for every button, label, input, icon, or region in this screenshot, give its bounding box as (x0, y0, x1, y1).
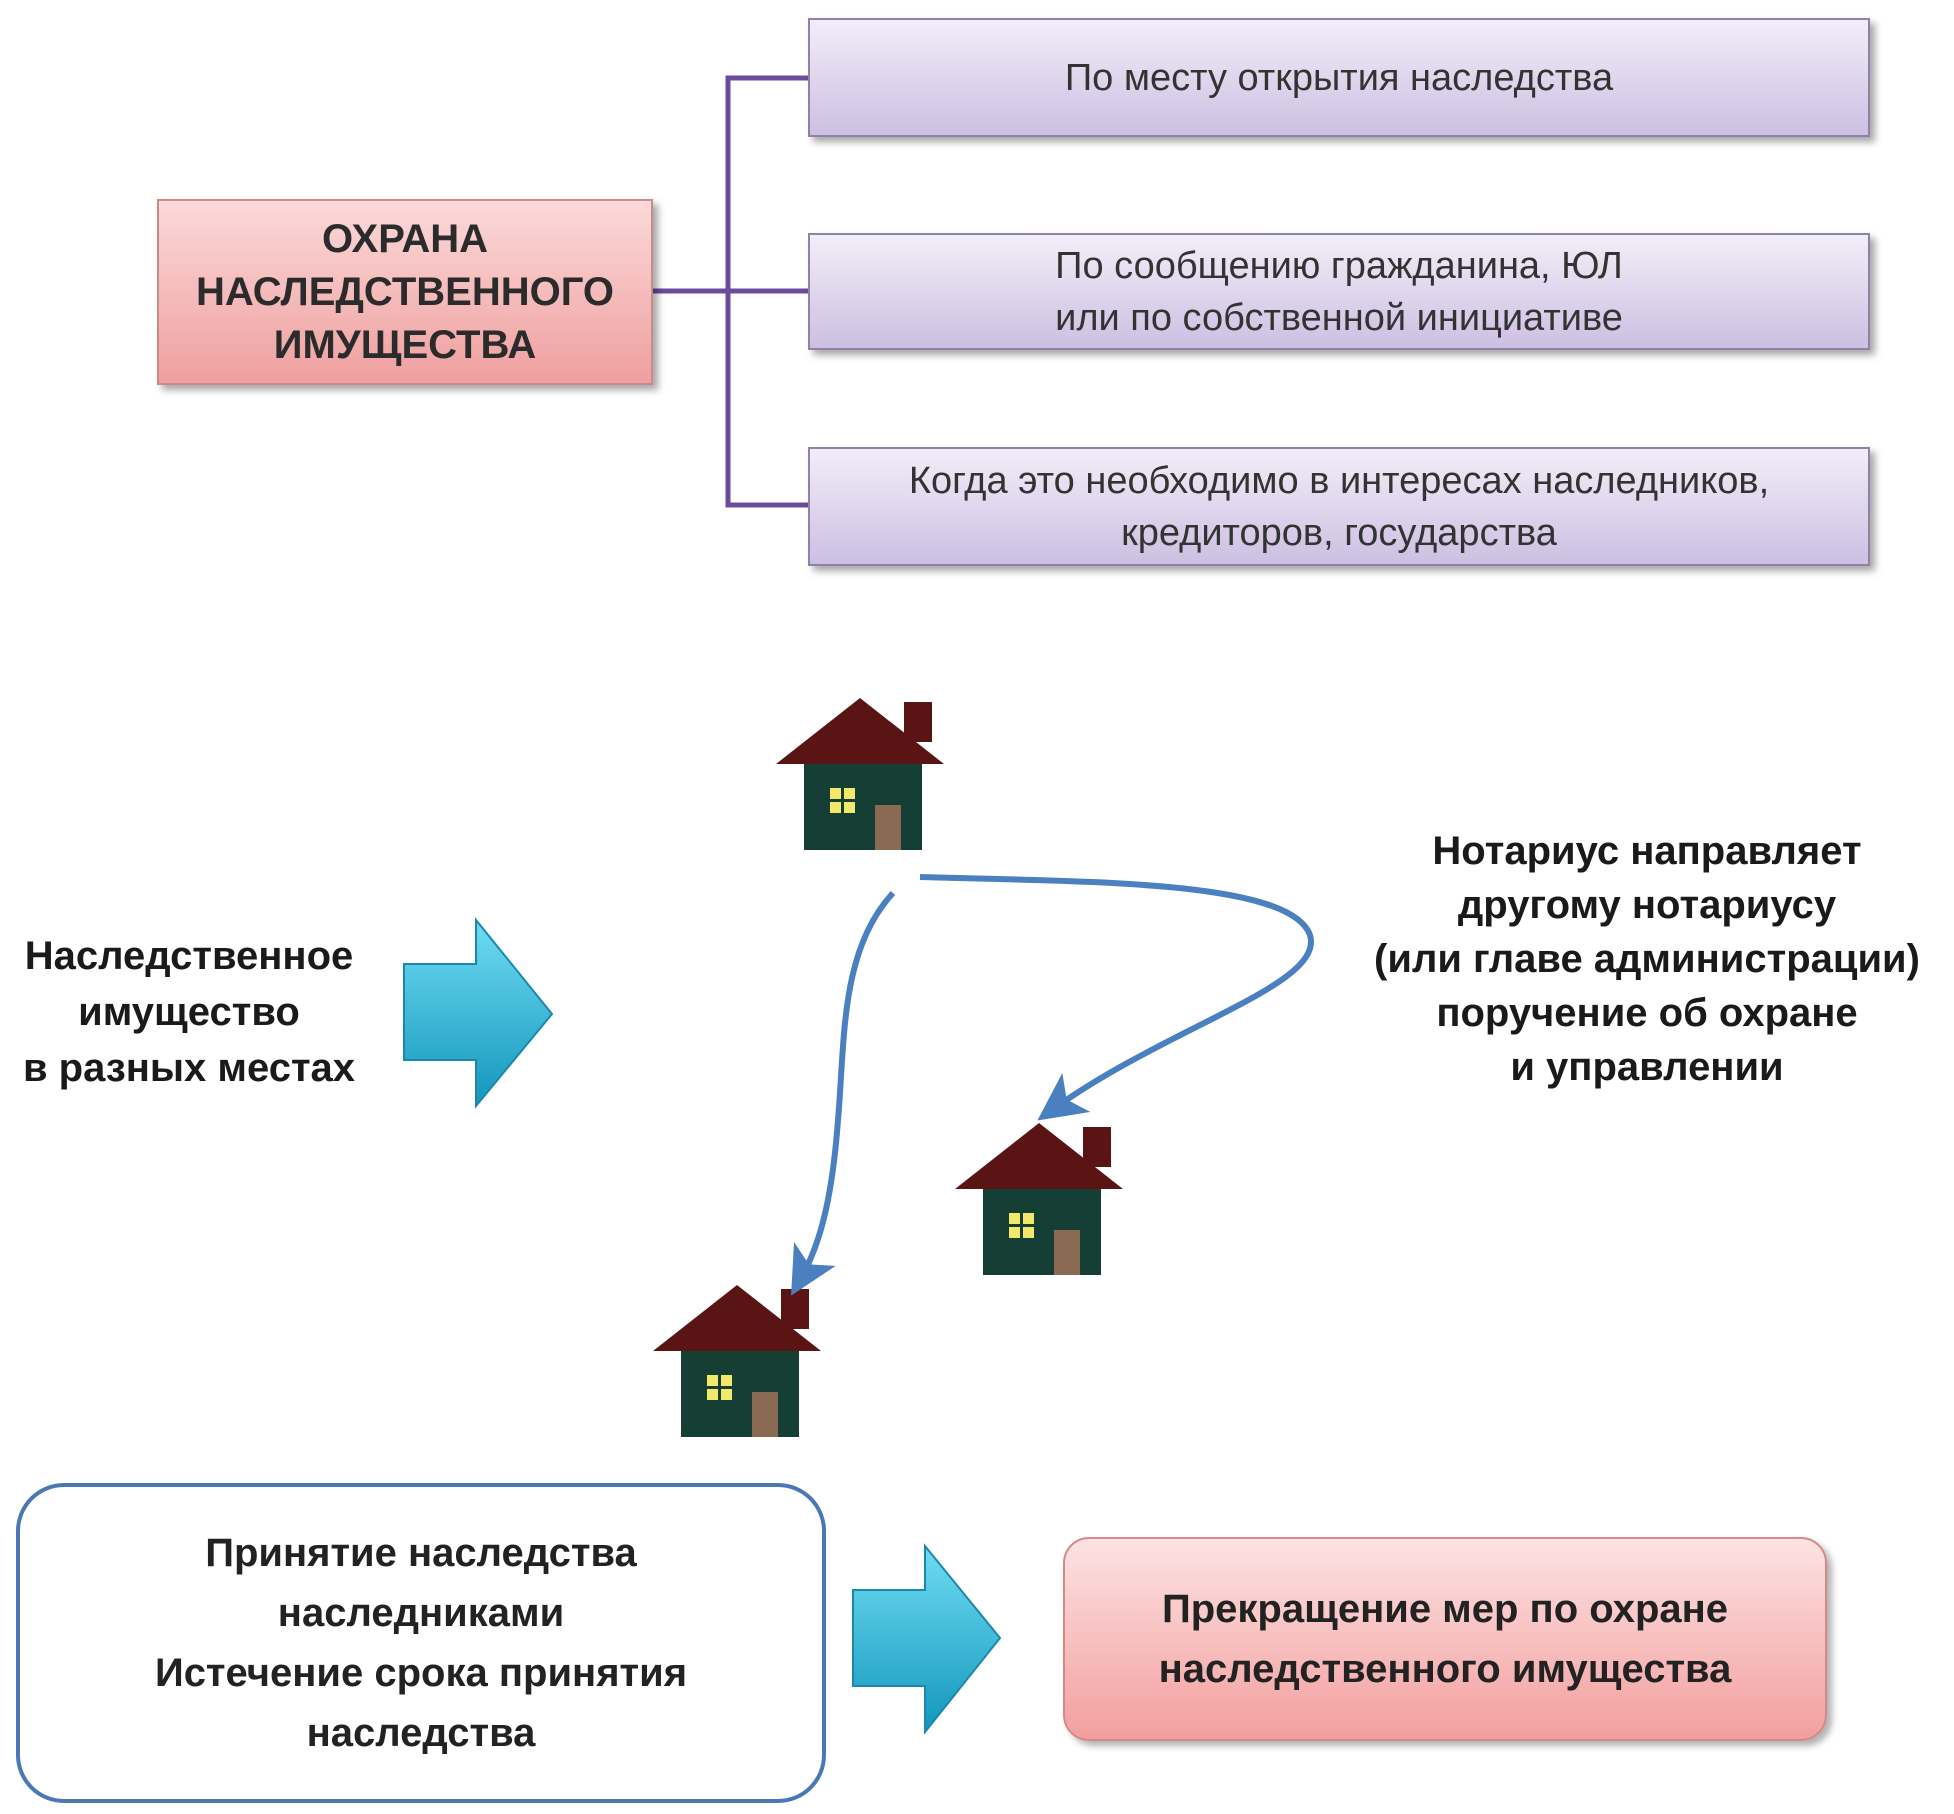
branch-box-1: По месту открытия наследства (808, 18, 1870, 137)
acceptance-line-2: Истечение срока принятия наследства (154, 1651, 688, 1755)
arrow-right-icon (852, 1543, 1002, 1735)
branch-box-2: По сообщению гражданина, ЮЛ или по собст… (808, 233, 1870, 350)
house-icon (955, 1123, 1123, 1275)
house-icon (653, 1285, 821, 1437)
property-locations-caption: Наследственное имущество в разных местах (22, 934, 356, 1090)
flow-arrow (791, 890, 896, 1296)
flow-arrow (919, 874, 1314, 1121)
main-topic-title: ОХРАНА НАСЛЕДСТВЕННОГО ИМУЩЕСТВА (196, 216, 614, 367)
bracket-connector (649, 75, 808, 508)
branch-box-3: Когда это необходимо в интересах наследн… (808, 447, 1870, 566)
termination-text: Прекращение мер по охране наследственног… (1158, 1587, 1732, 1691)
notary-instruction-caption: Нотариус направляет другому нотариусу (и… (1374, 829, 1920, 1089)
termination-box: Прекращение мер по охране наследственног… (1063, 1537, 1827, 1741)
house-icon (776, 698, 944, 850)
acceptance-box: Принятие наследства наследниками Истечен… (16, 1483, 826, 1803)
branch-text-1: По месту открытия наследства (1064, 56, 1614, 99)
branch-text-2: По сообщению гражданина, ЮЛ или по собст… (1055, 244, 1623, 339)
branch-text-3: Когда это необходимо в интересах наследн… (908, 459, 1770, 554)
arrow-right-icon (403, 917, 554, 1109)
main-topic-box: ОХРАНА НАСЛЕДСТВЕННОГО ИМУЩЕСТВА (157, 199, 653, 385)
acceptance-line-1: Принятие наследства наследниками (205, 1531, 637, 1635)
